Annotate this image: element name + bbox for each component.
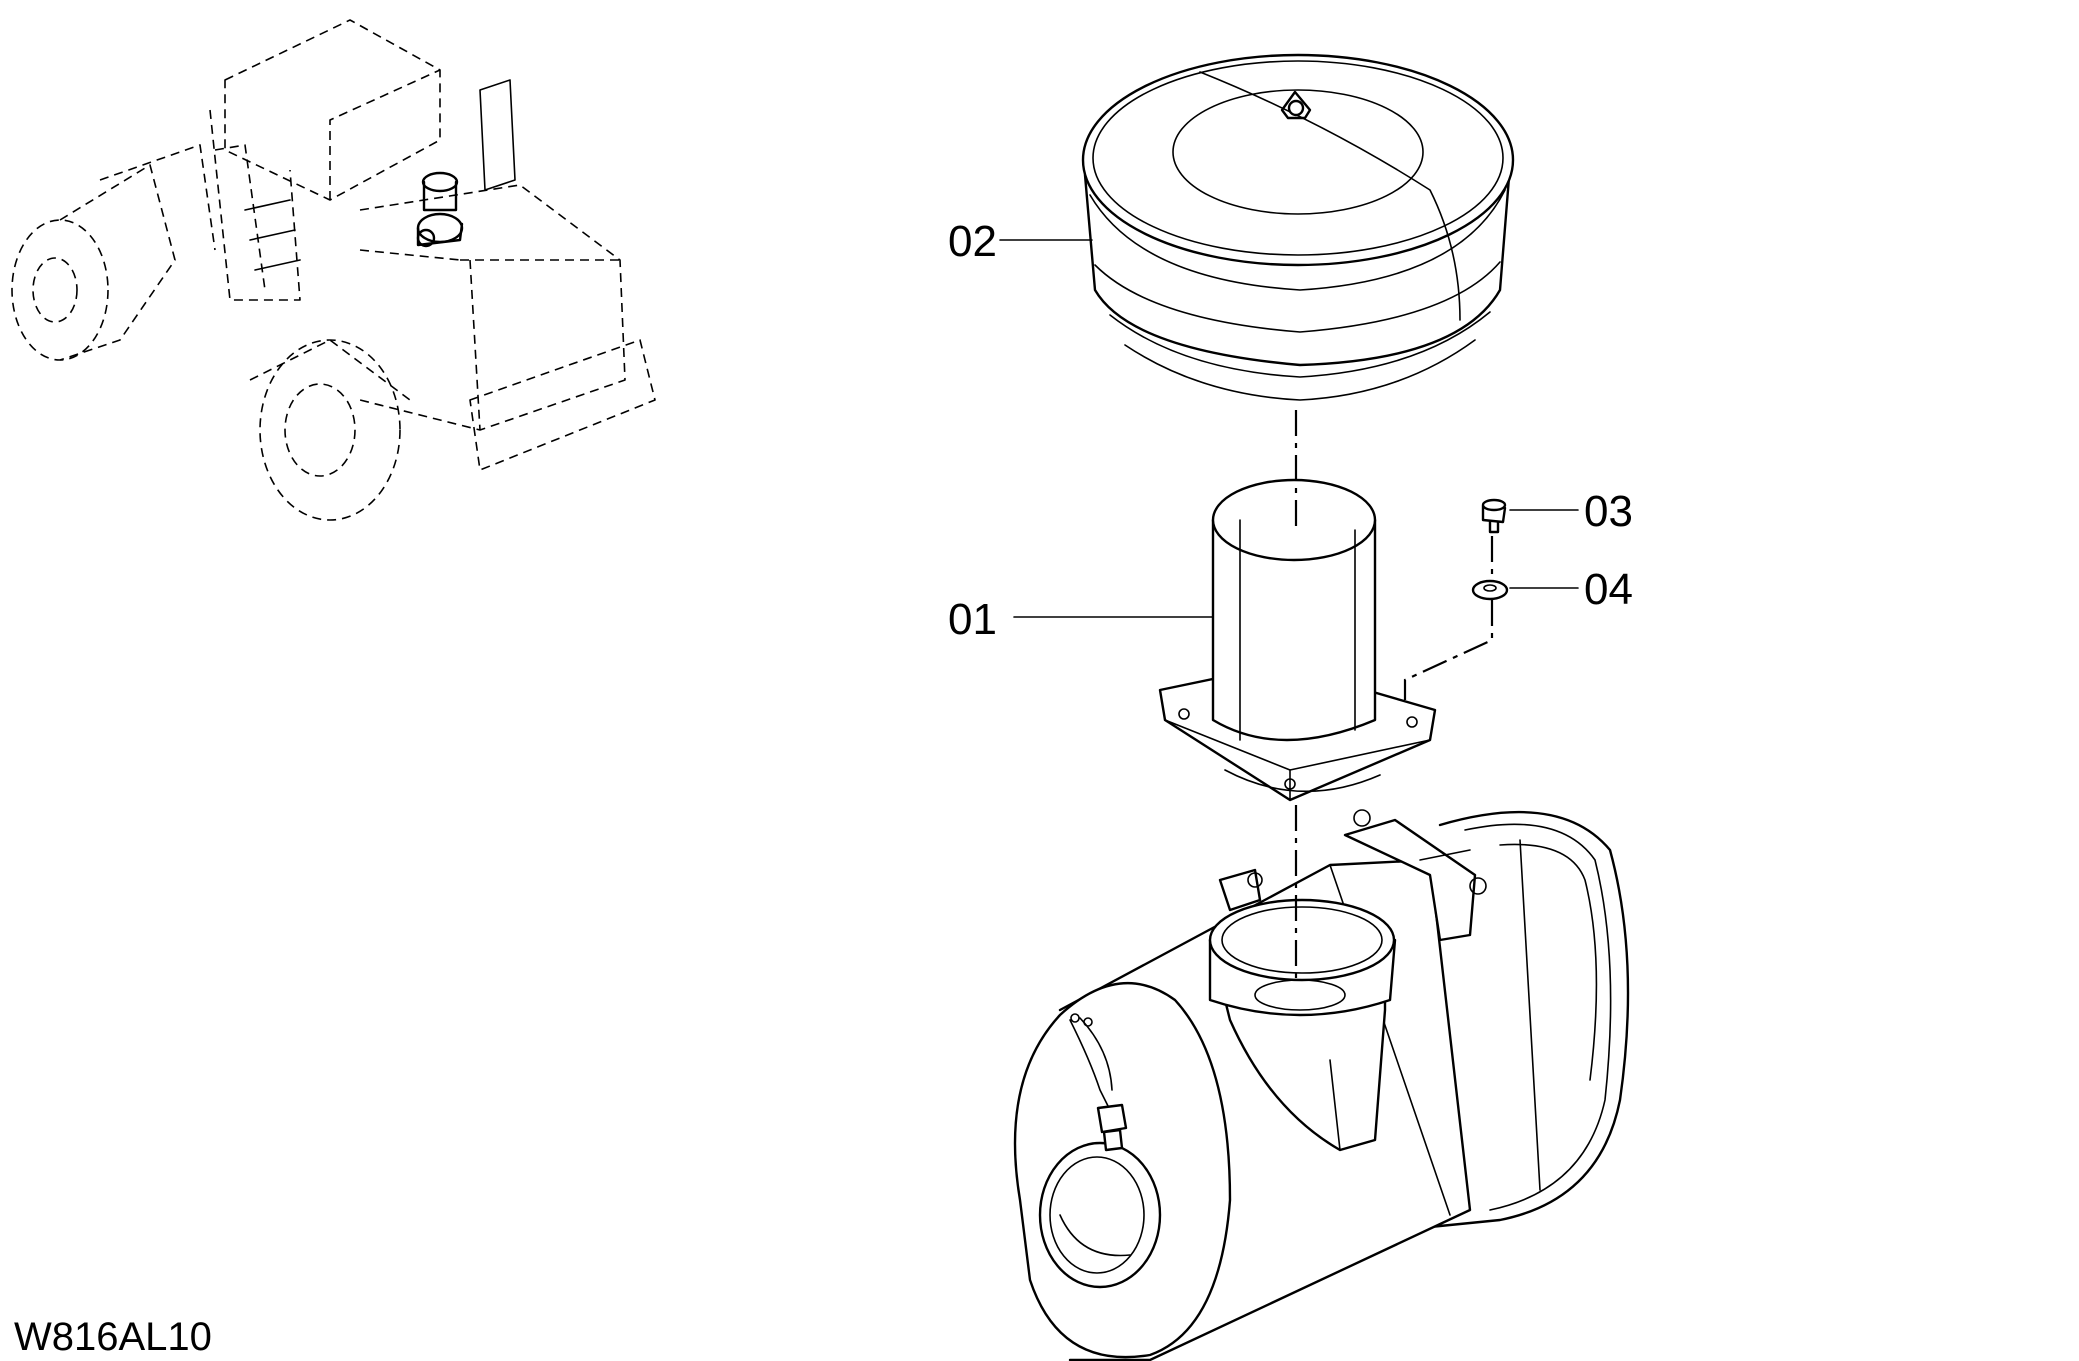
callout-02: 02 — [948, 217, 997, 266]
washer-part — [1471, 579, 1509, 601]
pre-cleaner-cap-part — [1081, 53, 1515, 401]
callout-01: 01 — [948, 595, 997, 644]
drawing-code: W816AL10 — [14, 1315, 212, 1359]
bolt-part — [1481, 498, 1507, 534]
adapter-tube-part — [1158, 478, 1437, 802]
callout-04: 04 — [1584, 565, 1633, 614]
air-cleaner-location-marker — [416, 171, 464, 248]
assembly-centerlines — [1294, 410, 1494, 980]
machine-locator-drawing — [11, 19, 656, 521]
callout-leaders — [999, 239, 1579, 618]
air-cleaner-housing — [1013, 809, 1630, 1361]
restriction-sensor — [1069, 1013, 1128, 1152]
callout-03: 03 — [1584, 487, 1633, 536]
